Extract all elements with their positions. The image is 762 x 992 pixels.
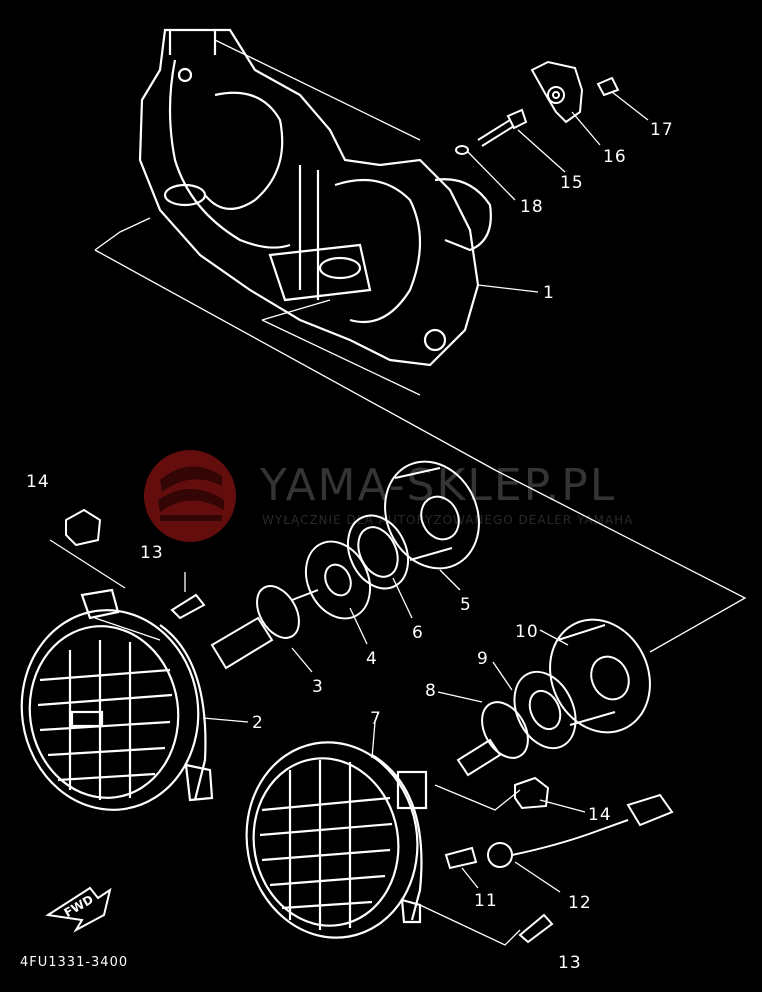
part-2-headlight-unit bbox=[20, 588, 214, 811]
parts-11-14-small-parts bbox=[65, 508, 674, 944]
callout-9: 9 bbox=[477, 649, 489, 669]
part-7-headlight-unit bbox=[245, 741, 428, 939]
callout-11: 11 bbox=[474, 891, 498, 911]
callout-18: 18 bbox=[520, 197, 544, 217]
callout-2: 2 bbox=[252, 713, 264, 733]
callout-3: 3 bbox=[312, 677, 324, 697]
parts-15-18-hardware bbox=[455, 60, 620, 155]
callout-6: 6 bbox=[412, 623, 424, 643]
watermark-subtitle: WYŁĄCZNIE DLA AUTORYZOWANEGO DEALER YAMA… bbox=[262, 513, 633, 527]
drawing-code: 4FU1331-3400 bbox=[20, 955, 128, 970]
callout-5: 5 bbox=[460, 595, 472, 615]
callout-15: 15 bbox=[560, 173, 584, 193]
callout-14-right: 14 bbox=[588, 805, 612, 825]
callout-4: 4 bbox=[366, 649, 378, 669]
part-1-headlight-stay bbox=[138, 28, 492, 367]
callout-14-top: 14 bbox=[26, 472, 50, 492]
callout-16: 16 bbox=[603, 147, 627, 167]
forward-arrow-icon: FWD bbox=[45, 886, 112, 933]
callout-1: 1 bbox=[543, 283, 555, 303]
leader-lines bbox=[49, 39, 747, 946]
callout-12: 12 bbox=[568, 893, 592, 913]
callout-13-top: 13 bbox=[140, 543, 164, 563]
callout-labels: 1 2 3 4 5 6 7 8 9 10 11 12 13 13 14 14 1… bbox=[26, 120, 674, 973]
watermark-logo-icon bbox=[144, 450, 236, 542]
callout-8: 8 bbox=[425, 681, 437, 701]
callout-7: 7 bbox=[370, 709, 382, 729]
callout-17: 17 bbox=[650, 120, 674, 140]
callout-13-bottom: 13 bbox=[558, 953, 582, 973]
callout-10: 10 bbox=[515, 622, 539, 642]
parts-8-10-bulb-assembly bbox=[456, 618, 651, 777]
parts-3-6-bulb-assembly bbox=[210, 460, 480, 670]
